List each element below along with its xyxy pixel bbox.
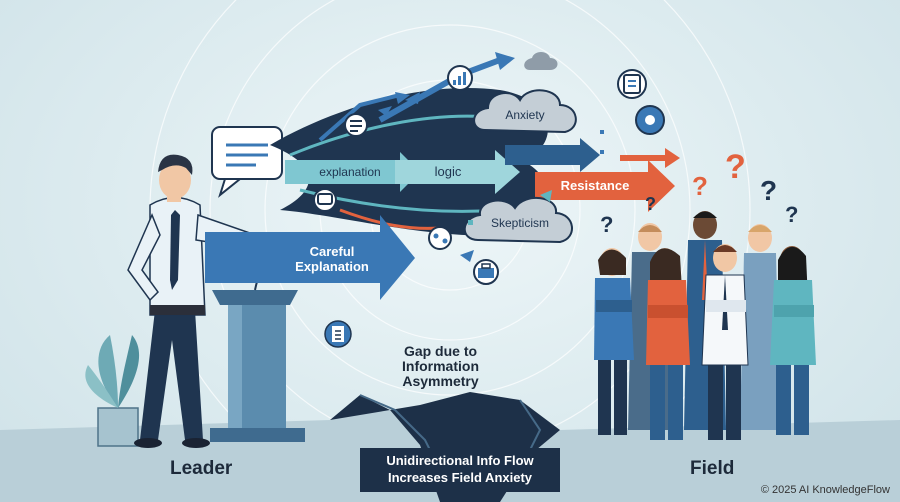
svg-text:?: ? [760, 175, 777, 206]
careful-explanation-arrow [205, 215, 415, 300]
gap-label: Gap due to Information Asymmetry [402, 343, 479, 389]
person-front-4 [770, 246, 816, 435]
field-label: Field [690, 458, 735, 479]
potted-plant [85, 335, 140, 447]
leader-label: Leader [170, 458, 233, 479]
podium [210, 261, 305, 442]
svg-text:?: ? [785, 202, 798, 227]
anxiety-cloud [473, 89, 577, 134]
field-crowd [594, 211, 816, 440]
resistance-arrow [535, 160, 675, 212]
svg-text:?: ? [600, 212, 613, 237]
logic-arrow [395, 150, 520, 194]
chat-bubble-icon [211, 126, 283, 198]
flow-particles [378, 92, 604, 262]
small-red-arrow [620, 148, 680, 168]
logic-text: logic [434, 164, 462, 179]
svg-text:?: ? [692, 171, 708, 201]
copyright: © 2025 AI KnowledgeFlow [760, 484, 890, 496]
leader-figure [127, 154, 303, 448]
person-front-2 [646, 248, 690, 440]
explanation-arrow [285, 152, 420, 192]
stream-arrow-upper [505, 138, 600, 172]
resistance-text: Resistance [560, 178, 630, 193]
network-icon [428, 226, 452, 250]
explanation-text: explanation [319, 165, 381, 179]
skepticism-text: Skepticism [490, 216, 549, 230]
list-icon [324, 320, 352, 348]
document-icon [344, 113, 368, 137]
person-back-3 [740, 224, 780, 430]
svg-text:?: ? [645, 194, 656, 214]
message-icon [313, 188, 337, 212]
anxiety-text: Anxiety [505, 108, 545, 122]
clipboard-icon [617, 69, 647, 99]
careful-explanation-text: Careful Explanation [295, 244, 369, 274]
question-mark-icon: ? ? ? ? ? ? [600, 148, 798, 237]
caption-label: Unidirectional Info Flow Increases Field… [386, 453, 534, 485]
small-cloud [524, 52, 558, 70]
caption-background [360, 448, 560, 492]
briefcase-icon [473, 259, 499, 285]
gear-icon [635, 105, 665, 135]
svg-text:?: ? [725, 148, 746, 186]
person-front-3 [701, 244, 749, 440]
bar-chart-icon [447, 65, 473, 91]
person-front-1 [594, 248, 634, 435]
